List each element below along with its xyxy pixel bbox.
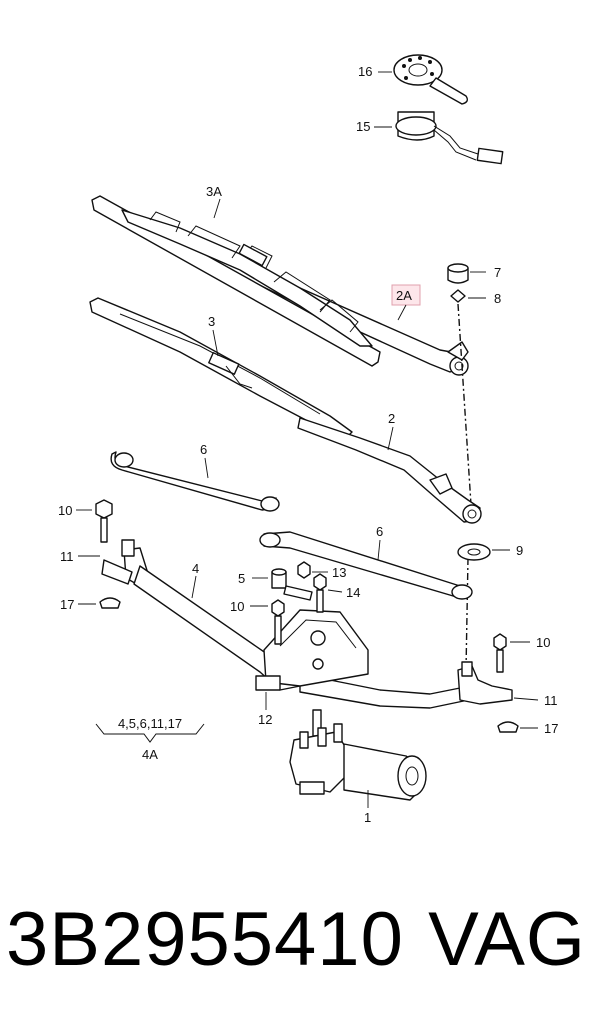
part-4-linkage-frame [101,539,513,709]
part-6-connecting-rod-upper [110,451,280,512]
part-number: 3B2955410 [6,897,404,982]
callout-10-right: 10 [536,635,550,650]
callout-11-right: 11 [544,693,558,708]
group-code: 4A [142,747,158,762]
callout-6-lower: 6 [376,524,383,539]
part-8-nut [450,289,466,303]
callout-8: 8 [494,291,501,306]
callout-12: 12 [258,712,272,727]
group-members: 4,5,6,11,17 [118,716,182,731]
part-10-bolt-middle [271,599,285,645]
part-2-wiper-arm [297,417,482,524]
part-7-nut-cap [447,263,469,284]
group-4a-bracket: 4,5,6,11,17 4A [95,716,205,762]
callout-2: 2 [388,411,395,426]
part-3-wiper-blade [89,297,353,441]
callout-14: 14 [346,585,360,600]
part-9-washer [457,543,491,561]
part-3a-wiper-blade [91,195,381,367]
callout-11-left: 11 [60,549,74,564]
callout-9: 9 [516,543,523,558]
part-5-bushing [271,568,287,589]
callout-5: 5 [238,571,245,586]
part-17-clip-right [497,721,519,733]
callout-13: 13 [332,565,346,580]
brand-name: VAG [428,897,586,982]
part-17-clip-left [99,597,121,609]
callout-15: 15 [356,119,370,134]
callout-6-upper: 6 [200,442,207,457]
callout-3a: 3A [206,184,222,199]
wiper-assembly-diagram: 16 15 3A 2A 7 8 [58,54,558,825]
part-16-sensor-cap [393,54,469,105]
part-14-bolt [283,573,327,613]
part-10-bolt-left [95,499,113,543]
part-15-rain-sensor [395,111,504,165]
callout-2a: 2A [396,288,412,303]
callout-1: 1 [364,810,371,825]
part-6-connecting-rod-lower [259,531,473,600]
callout-10-left: 10 [58,503,72,518]
callout-10-middle: 10 [230,599,244,614]
callout-4: 4 [192,561,199,576]
part-1-wiper-motor [289,709,427,801]
callout-3: 3 [208,314,215,329]
footer: 3B2955410 VAG [0,880,600,1010]
part-13-nut [297,561,311,579]
part-10-bolt-right [493,633,507,673]
callout-7: 7 [494,265,501,280]
callout-16: 16 [358,64,372,79]
callout-17-right: 17 [544,721,558,736]
callout-17-left: 17 [60,597,74,612]
